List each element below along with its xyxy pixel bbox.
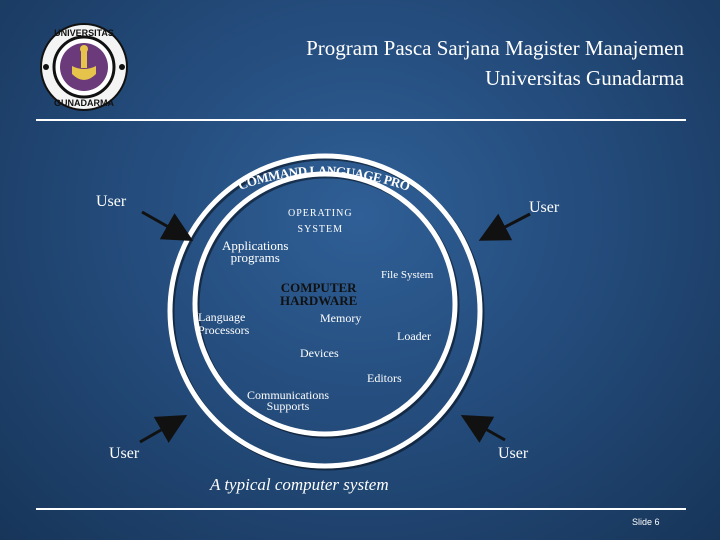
loader-label: Loader xyxy=(397,329,431,343)
communications-supports-label: Communications Supports xyxy=(247,388,329,414)
arrow-top-left xyxy=(141,210,194,241)
user-label-bottom-left: User xyxy=(109,445,140,462)
applications-programs-label: Applications programs xyxy=(222,238,289,266)
arrow-bottom-left xyxy=(139,415,188,444)
command-language-processor-label: COMMAND LANGUAGE PROCESSOR xyxy=(0,0,412,194)
inner-ring xyxy=(192,171,458,437)
memory-label: Memory xyxy=(320,311,362,325)
editors-label: Editors xyxy=(367,371,402,385)
user-label-bottom-right: User xyxy=(498,445,529,462)
user-label-top-left: User xyxy=(96,193,127,210)
svg-text:UNIVERSITAS: UNIVERSITAS xyxy=(54,28,114,38)
outer-ring xyxy=(167,153,483,469)
file-system-label: File System xyxy=(381,269,434,281)
arrow-bottom-right xyxy=(460,415,506,443)
devices-label: Devices xyxy=(300,346,339,360)
slide-number: Slide 6 xyxy=(632,517,660,527)
arrow-top-right xyxy=(478,212,531,241)
user-label-top-right: User xyxy=(529,199,560,216)
header-divider xyxy=(36,119,686,121)
footer-divider xyxy=(36,508,686,510)
diagram-caption: A typical computer system xyxy=(210,475,389,494)
computer-hardware-label: COMPUTER HARDWARE xyxy=(280,280,358,308)
language-processors-label: Language Processors xyxy=(198,310,250,337)
university-logo: UNIVERSITAS GUNADARMA xyxy=(38,22,130,112)
operating-system-label: OPERATING SYSTEM xyxy=(288,208,353,235)
svg-text:GUNADARMA: GUNADARMA xyxy=(54,98,114,108)
title-line-2: Universitas Gunadarma xyxy=(485,66,684,90)
title-line-1: Program Pasca Sarjana Magister Manajemen xyxy=(306,36,684,60)
